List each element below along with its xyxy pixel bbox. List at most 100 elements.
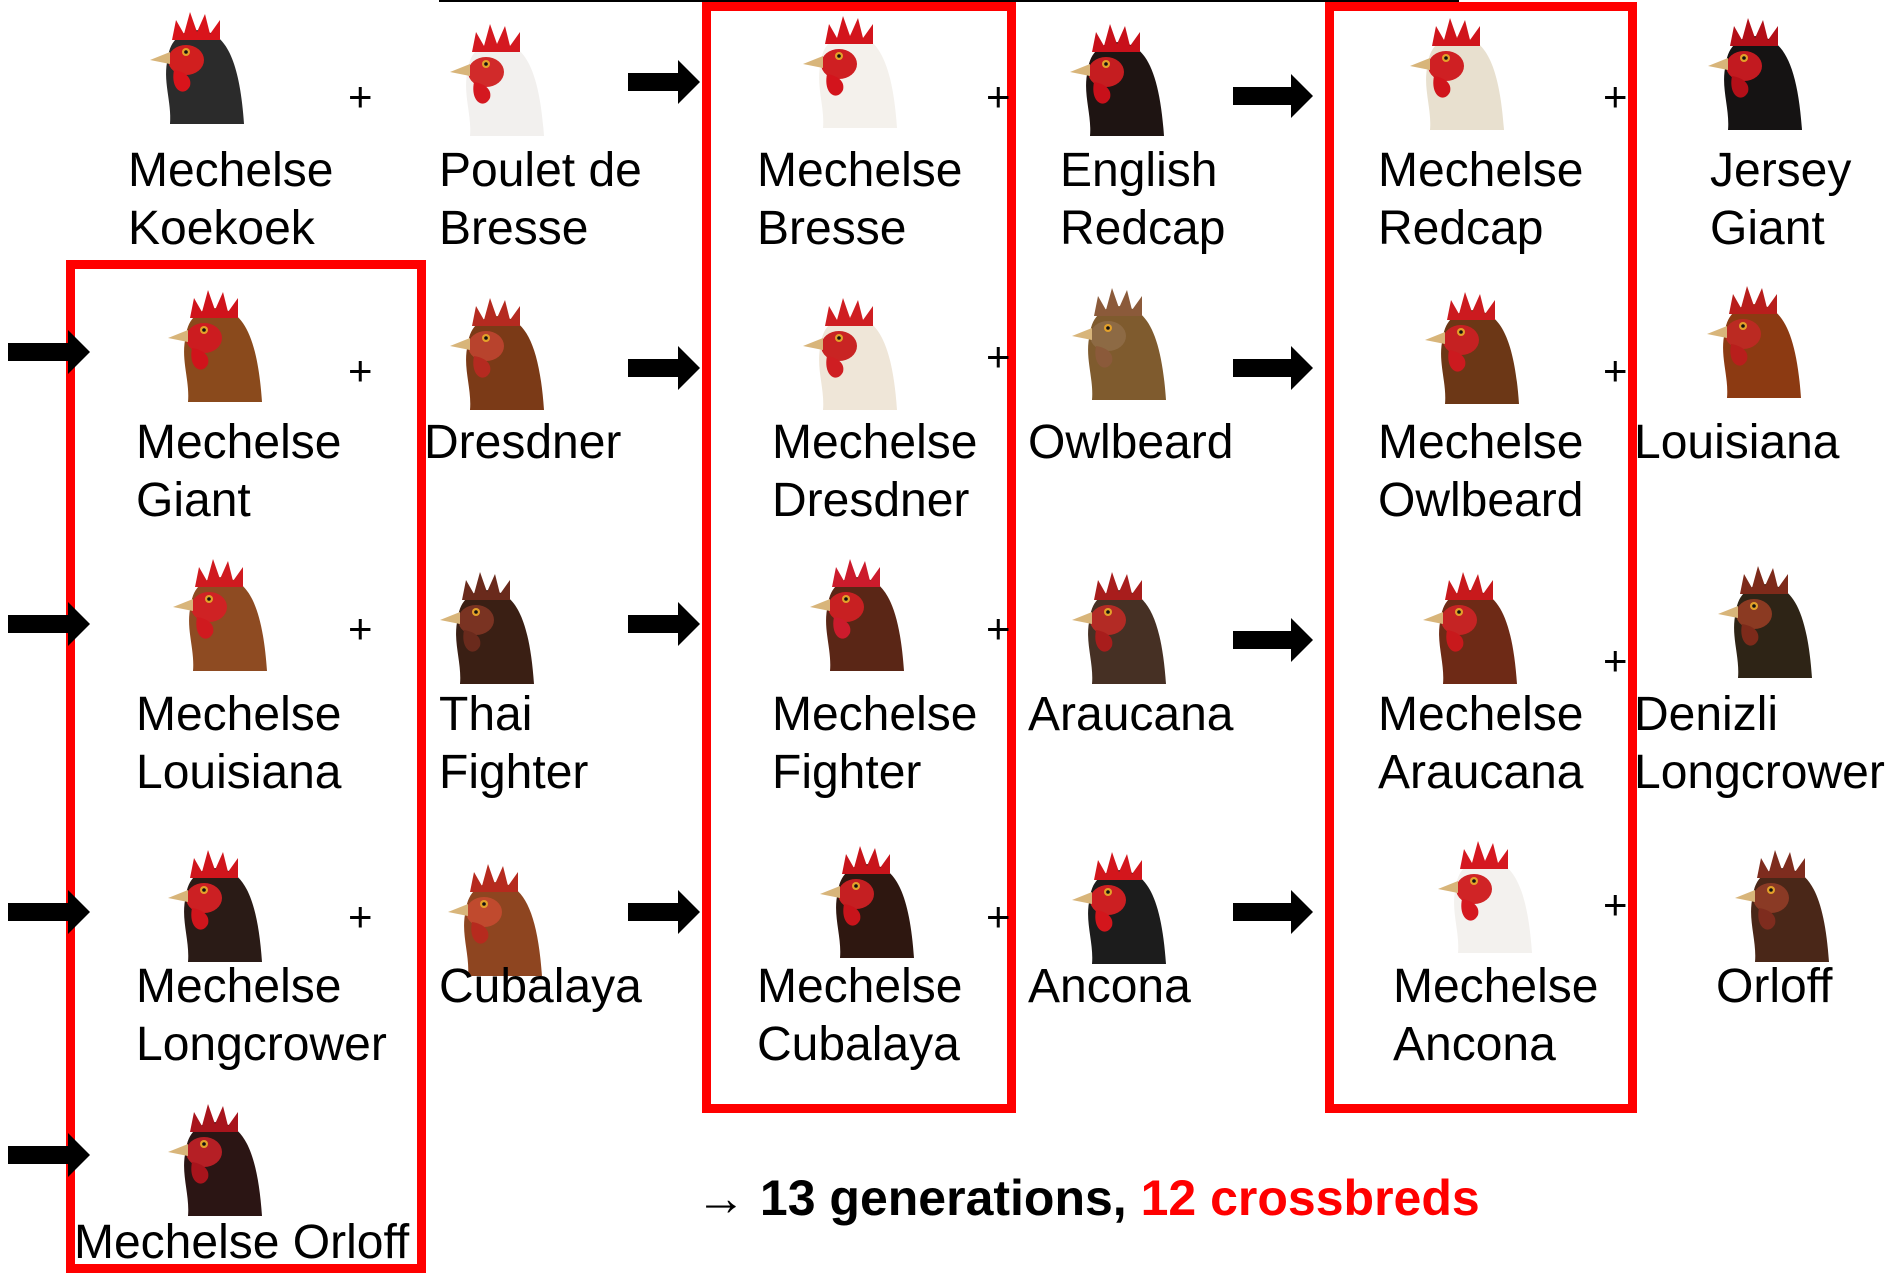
english-redcap-label-line2: Redcap [1060,202,1226,255]
poulet-de-bresse-portrait [440,18,550,136]
louisiana-portrait [1697,280,1807,398]
louisiana-label: Louisiana [1634,414,1840,472]
dresdner-label-line1: Dresdner [424,416,622,469]
thai-fighter-label-line2: Fighter [439,746,589,799]
mechelse-dresdner-label-line2: Dresdner [772,474,970,527]
plus-sign: + [986,893,1011,940]
arrow-icon [628,60,700,104]
mechelse-giant-portrait [158,284,268,402]
mechelse-orloff-label-line1: Mechelse Orloff [74,1216,410,1269]
jersey-giant-label-line1: Jersey [1710,144,1852,197]
mechelse-orloff-label: Mechelse Orloff [74,1214,409,1272]
orloff-label: Orloff [1716,958,1832,1016]
mechelse-louisiana-label-line2: Louisiana [136,746,342,799]
mechelse-longcrower-label-line2: Longcrower [136,1018,387,1071]
mechelse-redcap-label-line2: Redcap [1378,202,1544,255]
mechelse-redcap-portrait [1400,12,1510,130]
summary-arrow: → [696,1170,746,1226]
mechelse-cubalaya-portrait [810,840,920,958]
plus-sign: + [986,73,1011,120]
arrow-icon [628,602,700,646]
cubalaya-portrait [438,858,548,976]
owlbeard-label: Owlbeard [1028,414,1233,472]
owlbeard-portrait [1062,282,1172,400]
thai-fighter-label-line1: Thai [439,688,533,741]
araucana-label-line1: Araucana [1028,688,1234,741]
mechelse-cubalaya-label-line1: Mechelse [757,960,963,1013]
mechelse-araucana-label-line1: Mechelse [1378,688,1584,741]
arrow-icon [1233,890,1313,934]
poulet-de-bresse-label-line1: Poulet de [439,144,642,197]
mechelse-owlbeard-label-line1: Mechelse [1378,416,1584,469]
dresdner-portrait [440,292,550,410]
arrow-icon [8,890,90,934]
mechelse-fighter-portrait [800,553,910,671]
summary-generations: 13 generations, [759,1170,1127,1226]
mechelse-longcrower-label-line1: Mechelse [136,960,342,1013]
owlbeard-label-line1: Owlbeard [1028,416,1234,469]
mechelse-koekoek-label-line2: Koekoek [128,202,315,255]
mechelse-redcap-label-line1: Mechelse [1378,144,1584,197]
mechelse-owlbeard-label-line2: Owlbeard [1378,474,1584,527]
louisiana-label-line1: Louisiana [1634,416,1840,469]
mechelse-owlbeard-portrait [1415,286,1525,404]
mechelse-louisiana-label-line1: Mechelse [136,688,342,741]
denizli-longcrower-label-line1: Denizli [1634,688,1779,741]
plus-sign: + [1603,637,1628,684]
thai-fighter-portrait [430,566,540,684]
summary-line: → 13 generations, 12 crossbreds [696,1168,1480,1228]
top-rule [439,0,1459,2]
cubalaya-label: Cubalaya [439,958,642,1016]
mechelse-fighter-label-line2: Fighter [772,746,922,799]
plus-sign: + [986,605,1011,652]
poulet-de-bresse-label-line2: Bresse [439,202,589,255]
orloff-label-line1: Orloff [1716,960,1833,1013]
mechelse-ancona-label-line2: Ancona [1393,1018,1556,1071]
mechelse-araucana-portrait [1413,566,1523,684]
jersey-giant-portrait [1698,12,1808,130]
mechelse-ancona-portrait [1428,835,1538,953]
arrow-icon [8,330,90,374]
denizli-longcrower-portrait [1708,560,1818,678]
mechelse-longcrower-portrait [158,844,268,962]
arrow-icon [1233,346,1313,390]
ancona-label-line1: Ancona [1028,960,1191,1013]
plus-sign: + [348,73,373,120]
mechelse-orloff-portrait [158,1098,268,1216]
english-redcap-portrait [1060,18,1170,136]
plus-sign: + [1603,347,1628,394]
arrow-icon [628,346,700,390]
cubalaya-label-line1: Cubalaya [439,960,642,1013]
mechelse-louisiana-portrait [163,553,273,671]
arrow-icon [1233,74,1313,118]
arrow-icon [8,602,90,646]
plus-sign: + [986,333,1011,380]
mechelse-bresse-portrait [793,10,903,128]
mechelse-dresdner-label-line1: Mechelse [772,416,978,469]
mechelse-giant-label-line1: Mechelse [136,416,342,469]
summary-crossbreds: 12 crossbreds [1140,1170,1480,1226]
english-redcap-label-line1: English [1060,144,1218,197]
plus-sign: + [1603,73,1628,120]
mechelse-dresdner-portrait [793,292,903,410]
denizli-longcrower-label-line2: Longcrower [1634,746,1885,799]
araucana-label: Araucana [1028,686,1233,744]
mechelse-bresse-label-line1: Mechelse [757,144,963,197]
ancona-label: Ancona [1028,958,1191,1016]
mechelse-giant-label-line2: Giant [136,474,251,527]
highlight-box-crossbred-column-1 [66,260,426,1273]
mechelse-bresse-label-line2: Bresse [757,202,907,255]
